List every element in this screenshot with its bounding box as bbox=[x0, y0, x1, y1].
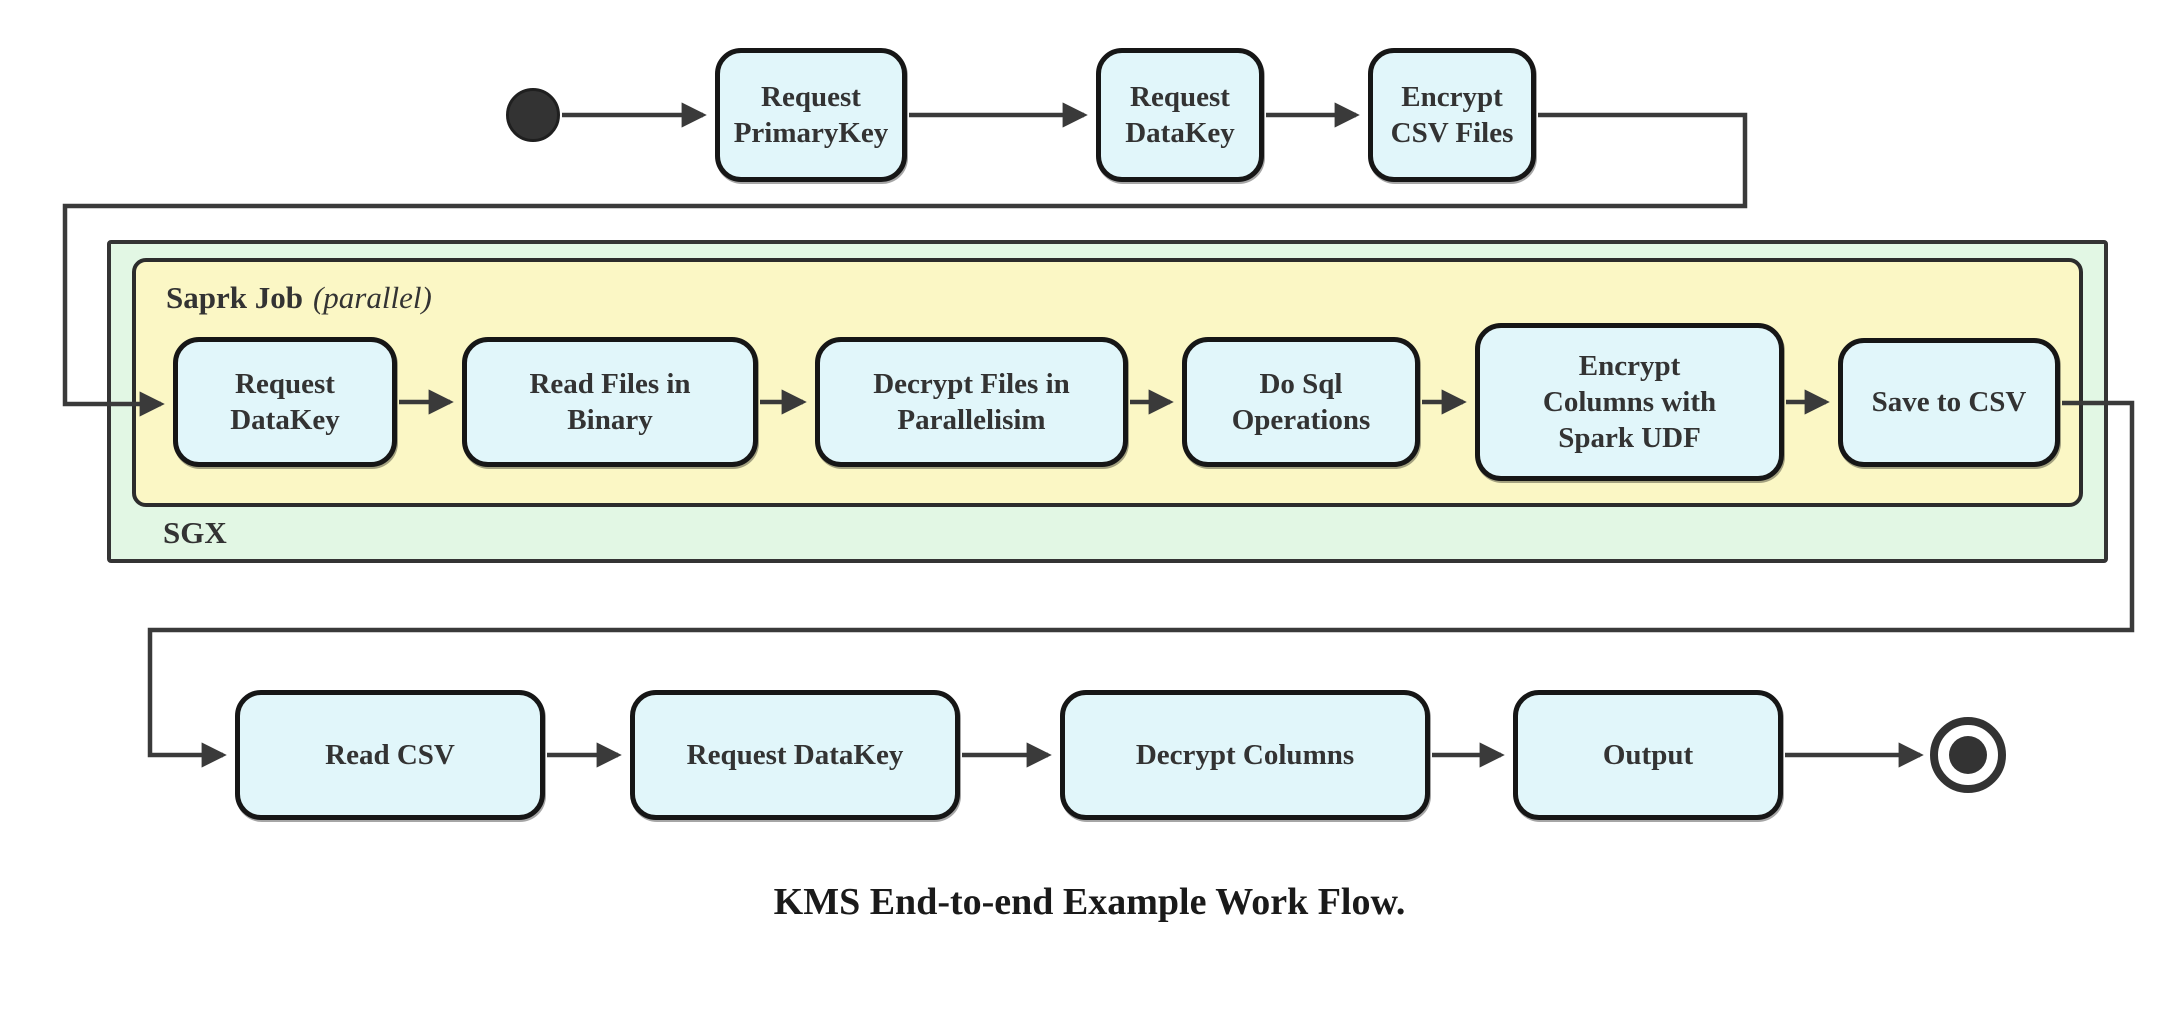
sgx-container-label: SGX bbox=[163, 515, 227, 550]
end-state-icon bbox=[1930, 717, 2006, 793]
node-request-datakey-sgx: Request DataKey bbox=[173, 337, 397, 467]
start-state-icon bbox=[506, 88, 560, 142]
node-request-datakey-top: Request DataKey bbox=[1096, 48, 1264, 182]
spark-job-label-text: Saprk Job bbox=[166, 280, 303, 315]
end-state-inner-dot bbox=[1949, 736, 1987, 774]
node-read-csv: Read CSV bbox=[235, 690, 545, 820]
node-encrypt-csv-files: Encrypt CSV Files bbox=[1368, 48, 1536, 182]
node-encrypt-columns-with-spark-udf: Encrypt Columns with Spark UDF bbox=[1475, 323, 1784, 481]
spark-job-parallel-label: (parallel) bbox=[312, 280, 432, 315]
node-decrypt-files-in-parallelisim: Decrypt Files in Parallelisim bbox=[815, 337, 1128, 467]
node-do-sql-operations: Do Sql Operations bbox=[1182, 337, 1420, 467]
node-save-to-csv: Save to CSV bbox=[1838, 338, 2060, 467]
node-read-files-in-binary: Read Files in Binary bbox=[462, 337, 758, 467]
diagram-caption: KMS End-to-end Example Work Flow. bbox=[773, 881, 1406, 923]
node-output: Output bbox=[1513, 690, 1783, 820]
node-request-datakey-bottom: Request DataKey bbox=[630, 690, 960, 820]
spark-job-container-label: Saprk Job (parallel) bbox=[166, 280, 432, 316]
node-decrypt-columns: Decrypt Columns bbox=[1060, 690, 1430, 820]
node-request-primarykey: Request PrimaryKey bbox=[715, 48, 907, 182]
